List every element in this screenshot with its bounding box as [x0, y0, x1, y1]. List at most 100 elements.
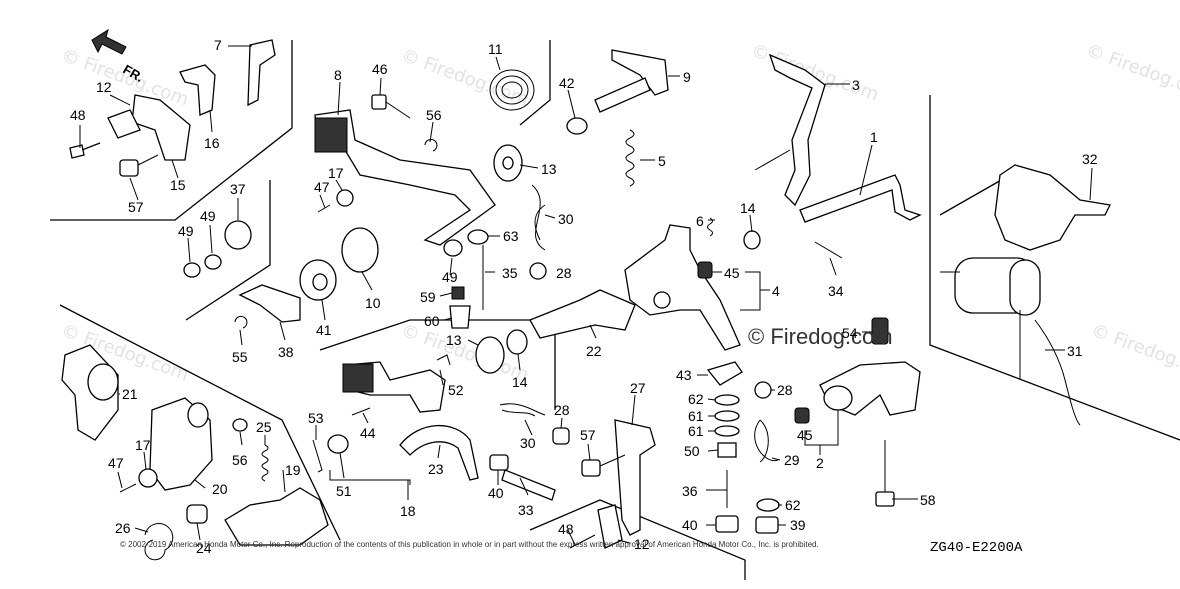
- part-11-spring: [489, 69, 535, 111]
- callout-51: 51: [336, 483, 352, 499]
- leader-4-bracket: [740, 271, 761, 311]
- watermark-center: © Firedog.com: [748, 324, 893, 349]
- callout-33: 33: [518, 502, 534, 518]
- part-3-arm: [768, 53, 826, 207]
- callout-49b: 49: [178, 223, 194, 239]
- callout-17: 17: [328, 165, 344, 181]
- callout-numbers: 7 12 48 16 15 57 8 46 56 11 42 9 13 5 3 …: [70, 37, 1098, 556]
- callout-47: 47: [314, 179, 330, 195]
- callout-53: 53: [308, 410, 324, 426]
- part-39-nut: [755, 516, 779, 534]
- leader-16: [209, 109, 213, 133]
- part-21-pulley: [87, 363, 119, 401]
- part-9-shaft: [594, 77, 651, 113]
- leader-11: [495, 56, 501, 71]
- part-4-boss: [653, 291, 671, 309]
- diagram-code: ZG40-E2200A: [930, 540, 1023, 556]
- callout-39: 39: [790, 517, 806, 533]
- leader-49c: [449, 257, 453, 276]
- callout-29: 29: [784, 452, 800, 468]
- watermark-text: © Firedog.com: [1088, 320, 1180, 386]
- part-62-washer-2: [756, 498, 780, 512]
- callout-30b: 30: [520, 435, 536, 451]
- leader-52: [439, 369, 444, 386]
- callout-7: 7: [214, 37, 222, 53]
- callout-49: 49: [200, 208, 216, 224]
- part-42-washer: [566, 117, 588, 135]
- leader-2-bracket: [804, 410, 839, 446]
- leader-30: [544, 214, 556, 219]
- leader-30b: [524, 419, 533, 436]
- leader-48b: [567, 529, 576, 546]
- part-47-screw: [317, 204, 331, 213]
- callout-17b: 17: [135, 437, 151, 453]
- leader-23: [437, 444, 441, 459]
- leader-24: [196, 522, 201, 541]
- leader-13b: [467, 339, 479, 346]
- part-57-bolt-2: [581, 459, 601, 477]
- leader-34: [829, 257, 837, 276]
- part-4-plate: [624, 224, 741, 351]
- leader-22: [589, 324, 597, 339]
- part-12-bracket-lower: [597, 504, 623, 549]
- part-41-pulley-hub: [312, 273, 328, 291]
- part-47-screw-2: [119, 483, 137, 493]
- callout-15: 15: [170, 177, 186, 193]
- leader-33: [519, 477, 529, 496]
- leader-50: [707, 449, 719, 452]
- callout-63: 63: [503, 228, 519, 244]
- callout-46: 46: [372, 61, 388, 77]
- part-8-arm: [314, 109, 496, 246]
- part-48-bolt: [69, 142, 101, 159]
- callout-54: 54: [842, 325, 858, 341]
- watermark-text: © Firedog.com: [398, 45, 531, 111]
- part-63-nut: [467, 229, 489, 245]
- watermark-text: © Firedog.com: [1083, 40, 1180, 106]
- part-30-cable: [531, 184, 546, 251]
- callout-61b: 61: [688, 423, 704, 439]
- part-7-bracket: [247, 39, 276, 107]
- divider-upper-left: [50, 40, 293, 221]
- part-52-spring-clip: [436, 354, 451, 366]
- divider-mid-left: [185, 180, 271, 321]
- leader-41: [321, 299, 326, 321]
- leader-17: [335, 179, 343, 191]
- part-22-cam: [529, 289, 636, 339]
- callout-12b: 12: [634, 536, 650, 552]
- part-30-cable-2: [499, 403, 546, 417]
- part-34-screw: [814, 241, 843, 259]
- callout-35: 35: [502, 265, 518, 281]
- part-56-clip: [424, 138, 438, 152]
- callout-62b: 62: [785, 497, 801, 513]
- part-57-bolt-shank: [137, 154, 159, 166]
- part-55-clip: [234, 315, 248, 329]
- callout-10: 10: [365, 295, 381, 311]
- callout-38: 38: [278, 344, 294, 360]
- part-12-clip: [107, 109, 141, 139]
- leader-47: [319, 194, 326, 209]
- callout-21: 21: [122, 386, 138, 402]
- part-17-collar-2: [138, 468, 158, 488]
- part-28-cap: [529, 262, 547, 280]
- callout-58: 58: [920, 492, 936, 508]
- callout-43: 43: [676, 367, 692, 383]
- front-arrow-icon: [91, 28, 127, 55]
- part-14-washer-lower: [506, 329, 528, 355]
- copyright-footer: © 2002-2019 American Honda Motor Co., In…: [120, 540, 819, 549]
- part-9-lever: [611, 49, 669, 96]
- callout-48b: 48: [558, 521, 574, 537]
- callout-20: 20: [212, 481, 228, 497]
- part-10-disk: [341, 227, 379, 273]
- callout-36: 36: [682, 483, 698, 499]
- callout-56b: 56: [232, 452, 248, 468]
- callout-47b: 47: [108, 455, 124, 471]
- callout-59: 59: [420, 289, 436, 305]
- callout-22: 22: [586, 343, 602, 359]
- part-62-washer: [714, 394, 740, 406]
- part-27-bracket: [614, 419, 656, 536]
- divider-center-box: [319, 319, 556, 410]
- part-43-plate: [706, 361, 743, 386]
- leader-32: [1089, 167, 1093, 201]
- callout-12: 12: [96, 79, 112, 95]
